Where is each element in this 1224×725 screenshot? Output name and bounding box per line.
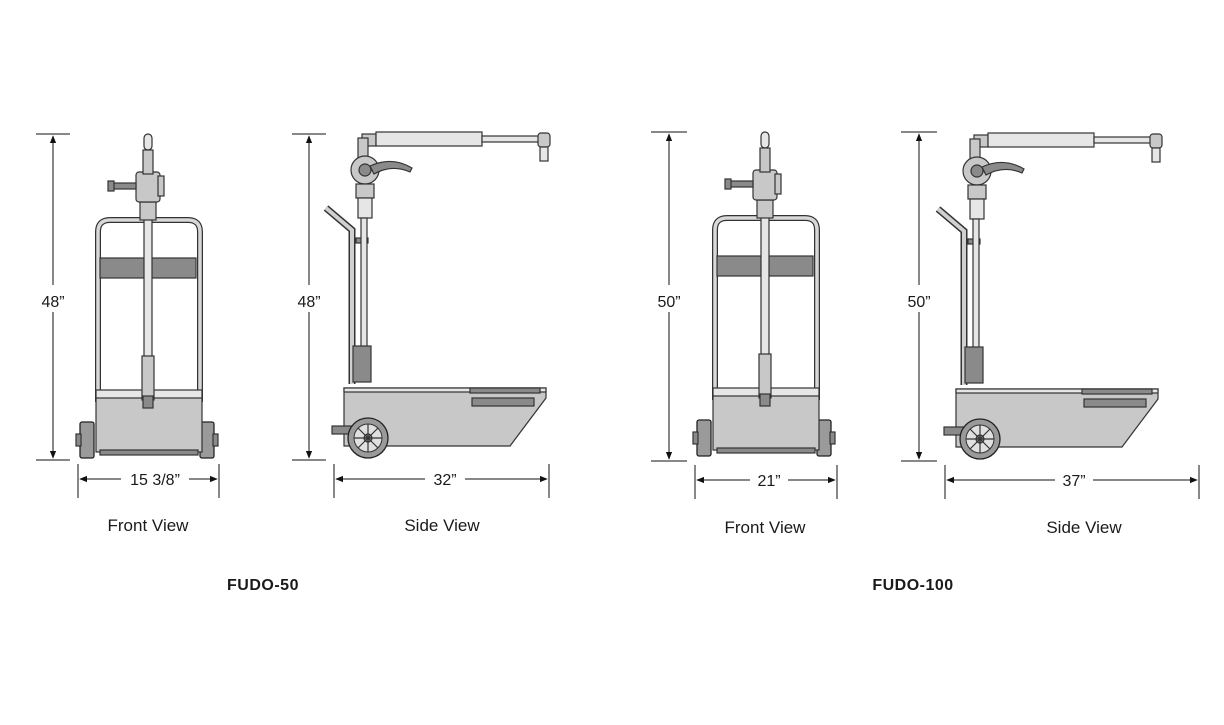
width-dimension: 32” <box>333 464 550 498</box>
side-height-label: 48” <box>297 294 320 311</box>
side-width-label: 32” <box>433 472 456 489</box>
width-dimension: 15 3/8” <box>77 464 220 498</box>
front-view-caption: Front View <box>108 516 190 535</box>
width-dimension: 37” <box>944 465 1200 499</box>
front-height-label: 50” <box>657 294 680 311</box>
model-name: FUDO-50 <box>227 577 299 594</box>
width-dimension: 21” <box>694 465 838 499</box>
front-width-label: 21” <box>757 473 780 490</box>
front-height-label: 48” <box>41 294 64 311</box>
model-name: FUDO-100 <box>872 577 953 594</box>
front-view-caption: Front View <box>725 518 807 537</box>
height-dimension: 48” <box>292 133 326 461</box>
model-fudo-50: 48” 15 3/8” Front View 48” 32” S <box>36 132 550 594</box>
height-dimension: 50” <box>901 131 937 462</box>
front-width-label: 15 3/8” <box>130 472 180 489</box>
side-view-drawing <box>326 132 550 458</box>
side-view-caption: Side View <box>1046 518 1122 537</box>
front-view-drawing <box>693 132 835 456</box>
side-view-caption: Side View <box>404 516 480 535</box>
height-dimension: 48” <box>36 133 70 461</box>
side-width-label: 37” <box>1062 473 1085 490</box>
side-height-label: 50” <box>907 294 930 311</box>
side-view-drawing <box>938 133 1162 459</box>
height-dimension: 50” <box>651 131 687 462</box>
model-fudo-100: 50” 21” Front View 50” 37” Side <box>651 131 1200 594</box>
front-view-drawing <box>76 134 218 458</box>
